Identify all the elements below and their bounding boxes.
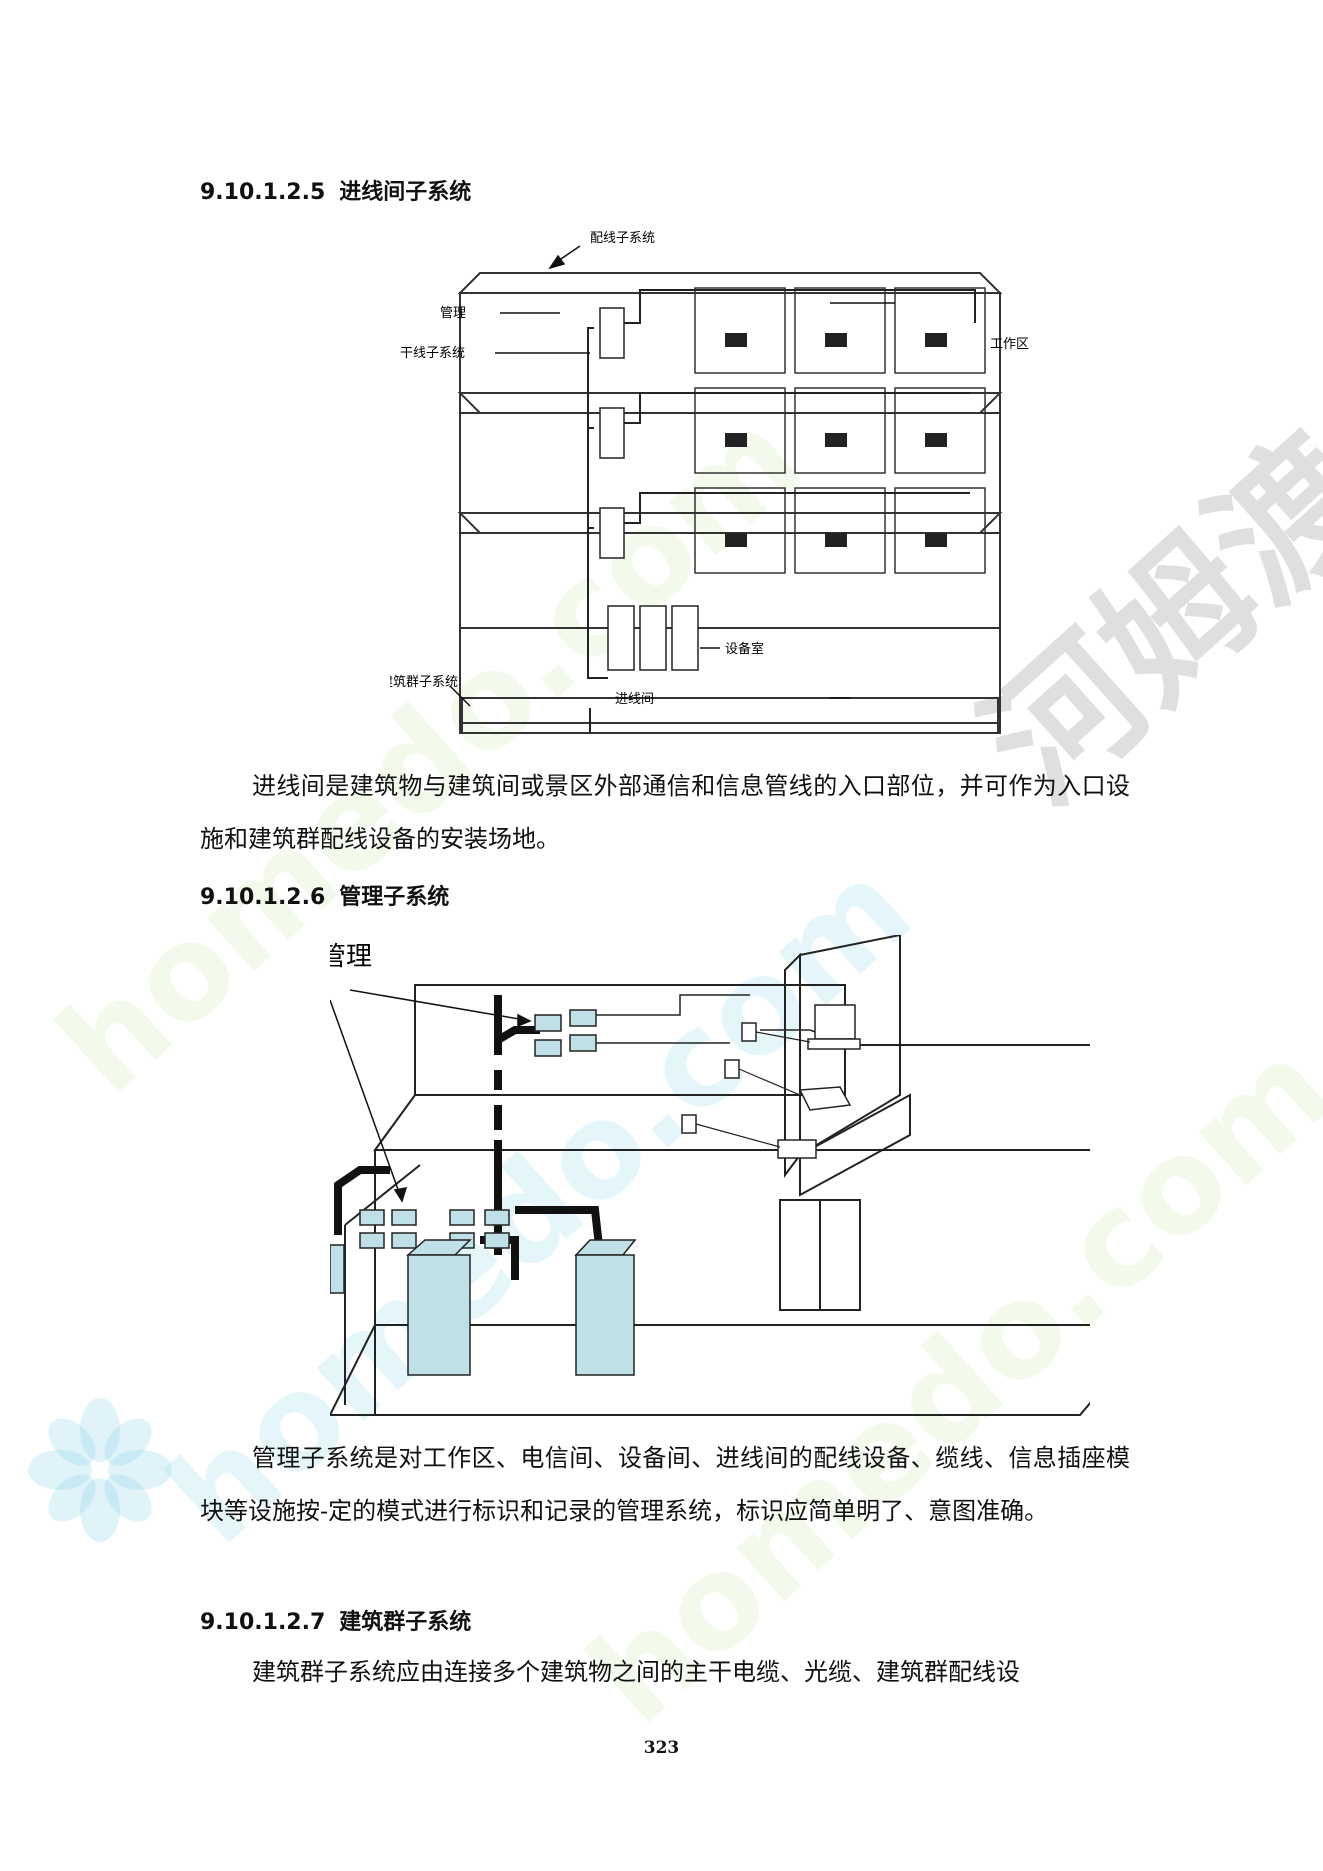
label-horizontal-subsystem: 配线子系统 (590, 231, 655, 246)
label-entrance-room: 进线间 (615, 692, 654, 707)
label-management: 管理 (440, 306, 466, 321)
label-equipment-room: 设备室 (725, 641, 764, 657)
section-title: 管理子系统 (339, 885, 450, 910)
label-campus-subsystem: 建筑群子系统 (390, 674, 458, 690)
section-title: 建筑群子系统 (339, 1610, 472, 1635)
paragraph-management: 管理子系统是对工作区、电信间、设备间、进线间的配线设备、缆线、信息插座模块等设施… (200, 1432, 1130, 1538)
section-heading-management: 9.10.1.2.6 管理子系统 (200, 879, 449, 911)
paragraph-text: 管理子系统是对工作区、电信间、设备间、进线间的配线设备、缆线、信息插座模块等设施… (200, 1444, 1130, 1525)
section-number: 9.10.1.2.7 (200, 1610, 326, 1635)
paragraph-text: 进线间是建筑物与建筑间或景区外部通信和信息管线的入口部位，并可作为入口设施和建筑… (200, 772, 1130, 853)
watermark-flower-icon (28, 1398, 172, 1542)
paragraph-campus: 建筑群子系统应由连接多个建筑物之间的主干电缆、光缆、建筑群配线设 (200, 1646, 1130, 1699)
label-management: 管理 (330, 942, 372, 972)
label-work-area: 工作区 (990, 337, 1029, 352)
section-number: 9.10.1.2.5 (200, 180, 326, 205)
section-heading-campus: 9.10.1.2.7 建筑群子系统 (200, 1604, 471, 1636)
label-backbone-subsystem: 干线子系统 (400, 346, 465, 361)
figure-entrance-room-diagram: 配线子系统 管理 工作区 干线子系统 设备室 建筑群子系统 进线间 (390, 231, 1029, 734)
figure-management-diagram: 管理 (330, 935, 1090, 1416)
section-heading-entrance: 9.10.1.2.5 进线间子系统 (200, 174, 471, 206)
page-number: 323 (643, 1738, 680, 1758)
section-number: 9.10.1.2.6 (200, 885, 326, 910)
paragraph-text: 建筑群子系统应由连接多个建筑物之间的主干电缆、光缆、建筑群配线设 (252, 1658, 1020, 1686)
paragraph-entrance: 进线间是建筑物与建筑间或景区外部通信和信息管线的入口部位，并可作为入口设施和建筑… (200, 760, 1130, 866)
section-title: 进线间子系统 (339, 180, 472, 205)
